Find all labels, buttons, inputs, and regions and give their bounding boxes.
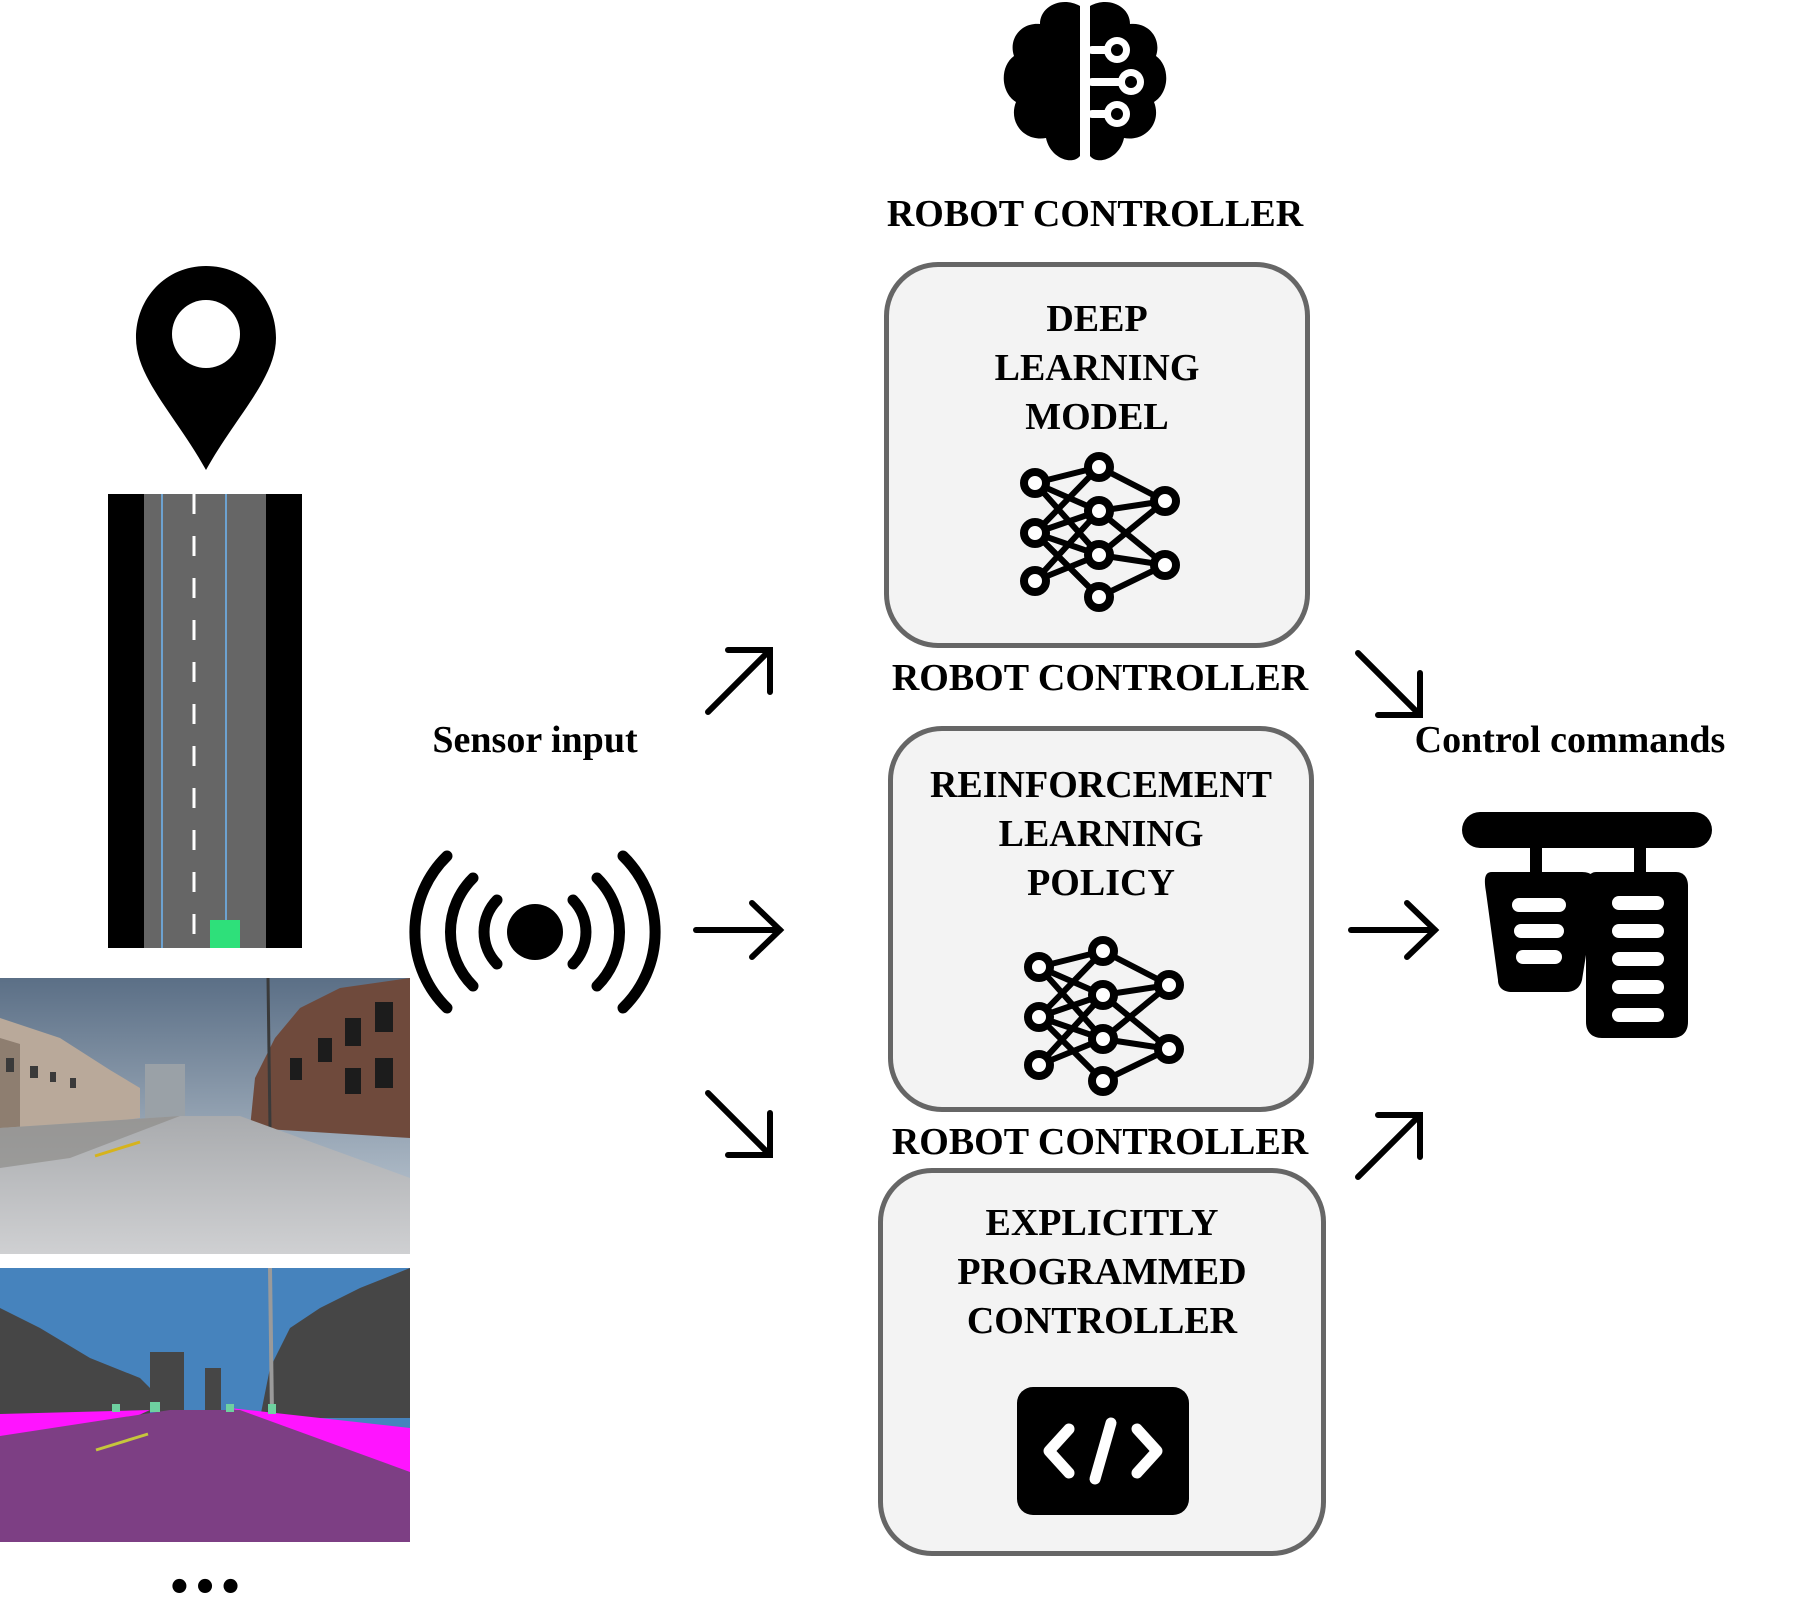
radio-waves-icon: [409, 850, 661, 1014]
explicit-controller-box: EXPLICITLY PROGRAMMED CONTROLLER: [878, 1168, 1326, 1556]
box-title-line: MODEL: [1025, 396, 1169, 438]
box-title-line: DEEP: [1046, 298, 1148, 340]
top-controller-label: ROBOT CONTROLLER: [886, 193, 1304, 235]
box-title-line: CONTROLLER: [966, 1300, 1238, 1342]
rl-policy-box: REINFORCEMENT LEARNING POLICY: [888, 726, 1314, 1112]
neural-network-icon: [1020, 452, 1180, 612]
topdown-road-view: [108, 494, 302, 948]
box-title-line: REINFORCEMENT: [929, 764, 1273, 806]
rl-controller-label: ROBOT CONTROLLER: [891, 657, 1309, 699]
brain-icon: [1003, 2, 1167, 161]
arrow-from-rl-policy: [1348, 900, 1440, 960]
more-inputs-ellipsis: •••: [166, 1565, 244, 1611]
explicit-controller-label: ROBOT CONTROLLER: [891, 1121, 1309, 1163]
arrow-from-explicit-controller: [1355, 1112, 1423, 1180]
box-title-line: PROGRAMMED: [957, 1251, 1247, 1293]
vehicle-marker: [210, 920, 240, 948]
box-title-line: LEARNING: [998, 813, 1204, 855]
camera-view-image: [0, 977, 410, 1254]
deep-learning-model-box: DEEP LEARNING MODEL: [884, 262, 1310, 648]
arrow-to-explicit-controller: [705, 1090, 773, 1158]
neural-network-icon: [1024, 936, 1184, 1096]
control-commands-label: Control commands: [1414, 719, 1726, 761]
box-title-line: LEARNING: [994, 347, 1200, 389]
sensor-input-label: Sensor input: [432, 719, 638, 761]
box-title-line: POLICY: [1027, 862, 1175, 904]
pedals-icon: [1462, 812, 1712, 1038]
location-pin-icon: [136, 266, 276, 470]
arrow-to-rl-policy: [693, 900, 785, 960]
code-icon: [1017, 1387, 1189, 1515]
arrow-from-deep-learning: [1355, 650, 1423, 718]
arrow-to-deep-learning: [705, 647, 773, 715]
box-title-line: EXPLICITLY: [985, 1202, 1219, 1244]
segmentation-view-image: [0, 1267, 410, 1542]
